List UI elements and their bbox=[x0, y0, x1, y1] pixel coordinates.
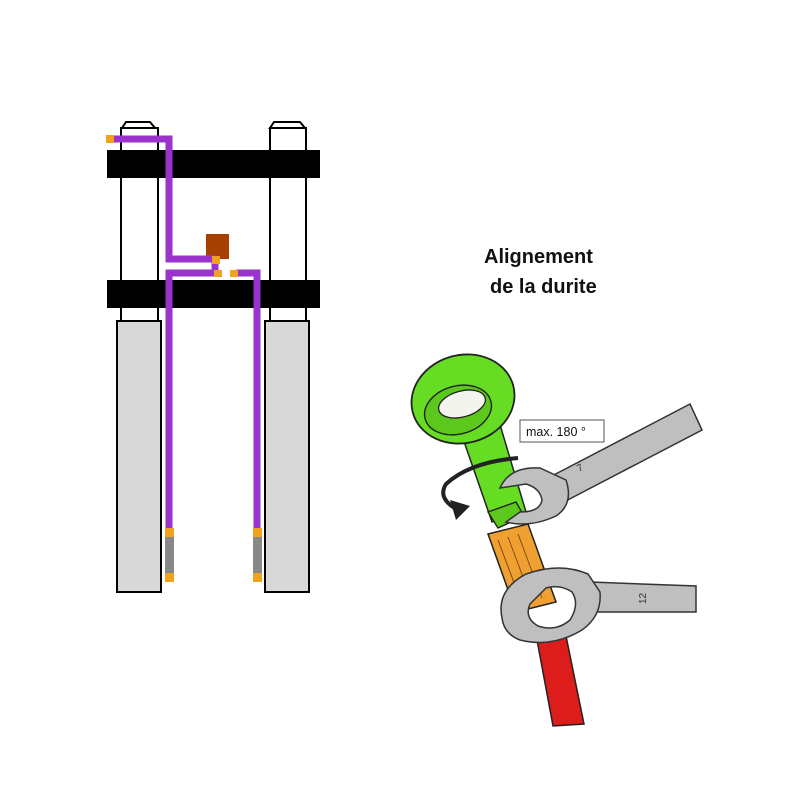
left-caliper-sleeve bbox=[165, 537, 174, 573]
right-caliper-hose bbox=[236, 269, 261, 530]
right-fork-slider bbox=[264, 320, 310, 593]
max-rotation-callout: max. 180 ° bbox=[519, 419, 605, 443]
brake-splitter bbox=[206, 234, 229, 259]
lower-wrench-head bbox=[500, 567, 601, 644]
splitter-fitting-left bbox=[214, 270, 222, 277]
hose-alignment-illustration: 7 max. 180 ° 12 bbox=[410, 353, 703, 727]
rotation-arrow bbox=[441, 456, 519, 520]
left-fork-slider bbox=[116, 320, 162, 593]
banjo-fitting bbox=[410, 353, 527, 529]
left-caliper-fitting-bottom bbox=[165, 573, 174, 582]
title-line-1: Alignement bbox=[484, 246, 593, 268]
upper-triple-clamp bbox=[107, 150, 320, 178]
upper-wrench-size: 7 bbox=[575, 462, 585, 475]
master-cylinder-fitting bbox=[106, 135, 114, 143]
fork-diagram bbox=[106, 121, 320, 593]
splitter-fitting-top bbox=[212, 256, 220, 264]
callout-box bbox=[519, 419, 605, 443]
brake-line bbox=[536, 635, 585, 727]
rotation-arrow-head bbox=[450, 500, 470, 520]
left-fork-leg bbox=[116, 121, 162, 593]
lower-triple-clamp bbox=[107, 280, 320, 308]
banjo-hole bbox=[437, 389, 487, 419]
lower-wrench: 12 bbox=[500, 567, 697, 644]
title-line-2: de la durite bbox=[490, 276, 597, 298]
right-fork-leg bbox=[264, 121, 310, 593]
right-caliper-sleeve bbox=[253, 537, 262, 573]
splitter-fitting-right bbox=[230, 270, 238, 277]
right-caliper-fitting-bottom bbox=[253, 573, 262, 582]
rotation-arrow-curve bbox=[441, 456, 519, 514]
left-caliper-hose bbox=[165, 269, 216, 530]
upper-wrench: 7 bbox=[498, 402, 703, 525]
callout-label: max. 180 ° bbox=[526, 425, 586, 439]
lower-wrench-size: 12 bbox=[638, 592, 649, 604]
upper-wrench-handle bbox=[547, 402, 703, 506]
right-caliper-fitting-top bbox=[253, 528, 262, 537]
left-caliper-fitting-top bbox=[165, 528, 174, 537]
upper-wrench-head bbox=[498, 467, 570, 525]
